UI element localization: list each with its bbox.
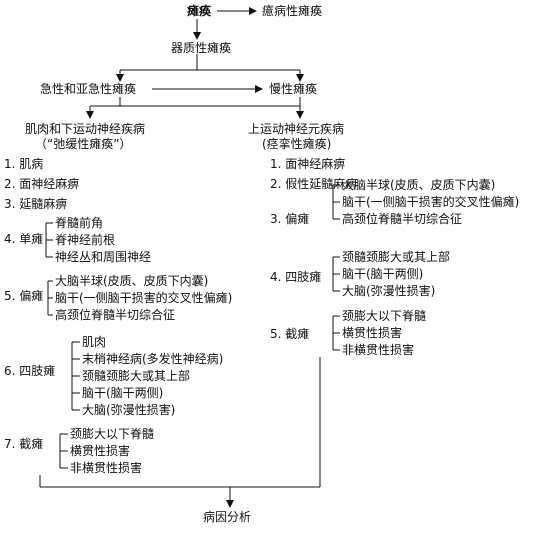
hysteria-node: 癔病性瘫痪 bbox=[262, 4, 323, 18]
umn-item-3: 3. 偏瘫 bbox=[270, 212, 310, 226]
umn-item-3-sub-1: 大脑半球(皮质、皮质下内囊) bbox=[342, 178, 496, 192]
umn-item-5: 5. 截瘫 bbox=[270, 327, 310, 341]
umn-item-4: 4. 四肢瘫 bbox=[270, 270, 322, 284]
lmn-item-4-sub-1: 脊髓前角 bbox=[55, 216, 104, 230]
lmn-item-5-sub-2: 脑干(一侧脑干损害的交叉性偏瘫) bbox=[55, 291, 233, 305]
umn-item-1: 1. 面神经麻痹 bbox=[270, 157, 346, 171]
lmn-item-6-sub-5: 大脑(弥漫性损害) bbox=[82, 403, 176, 417]
final-node: 病因分析 bbox=[203, 510, 252, 524]
lmn-item-7-sub-1: 颈膨大以下脊髓 bbox=[70, 427, 155, 441]
umn-title: 上运动神经元疾病 bbox=[248, 122, 345, 136]
lmn-subtitle: （“弛缓性瘫痪”） bbox=[35, 137, 132, 151]
lmn-item-4: 4. 单瘫 bbox=[4, 232, 44, 246]
lmn-item-6-sub-2: 末梢神经病(多发性神经病) bbox=[82, 352, 224, 366]
lmn-item-7-sub-3: 非横贯性损害 bbox=[70, 461, 143, 475]
umn-item-5-sub-2: 横贯性损害 bbox=[342, 326, 403, 340]
lmn-item-6-sub-3: 颈髓颈膨大或其上部 bbox=[82, 369, 191, 383]
lmn-item-2: 2. 面神经麻痹 bbox=[4, 177, 80, 191]
umn-item-5-sub-3: 非横贯性损害 bbox=[342, 343, 415, 357]
umn-item-4-sub-2: 脑干(脑干两侧) bbox=[342, 267, 424, 281]
umn-item-5-sub-1: 颈膨大以下脊髓 bbox=[342, 309, 427, 323]
umn-item-2: 2. 假性延髓麻痹 bbox=[270, 177, 358, 191]
lmn-item-6: 6. 四肢瘫 bbox=[4, 364, 56, 378]
lmn-item-4-sub-3: 神经丛和周围神经 bbox=[55, 250, 152, 264]
umn-item-3-sub-2: 脑干(一侧脑干损害的交叉性偏瘫) bbox=[342, 195, 520, 209]
lmn-item-7: 7. 截瘫 bbox=[4, 437, 44, 451]
umn-item-4-sub-1: 颈髓颈膨大或其上部 bbox=[342, 250, 451, 264]
chronic-node: 慢性瘫痪 bbox=[269, 82, 318, 96]
lmn-title: 肌肉和下运动神经疾病 bbox=[25, 122, 146, 136]
lmn-item-4-sub-2: 脊神经前根 bbox=[55, 233, 116, 247]
lmn-item-5-sub-1: 大脑半球(皮质、皮质下内囊) bbox=[55, 274, 209, 288]
umn-item-4-sub-3: 大脑(弥漫性损害) bbox=[342, 284, 436, 298]
umn-subtitle: (痉挛性瘫痪) bbox=[262, 137, 332, 151]
lmn-item-7-sub-2: 横贯性损害 bbox=[70, 444, 131, 458]
lmn-item-5: 5. 偏瘫 bbox=[4, 289, 44, 303]
lmn-item-6-sub-1: 肌肉 bbox=[82, 335, 107, 349]
lmn-item-5-sub-3: 高颈位脊髓半切综合征 bbox=[55, 308, 176, 322]
organic-node: 器质性瘫痪 bbox=[171, 41, 232, 55]
acute-node: 急性和亚急性瘫痪 bbox=[40, 82, 137, 96]
lmn-item-1: 1. 肌病 bbox=[4, 157, 44, 171]
root-node: 瘫痪 bbox=[187, 4, 212, 18]
umn-item-3-sub-3: 高颈位脊髓半切综合征 bbox=[342, 212, 463, 226]
lmn-item-3: 3. 延髓麻痹 bbox=[4, 197, 68, 211]
lmn-item-6-sub-4: 脑干(脑干两侧) bbox=[82, 386, 164, 400]
